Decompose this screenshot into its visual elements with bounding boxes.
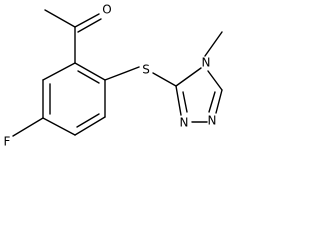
acetyl-group <box>44 9 102 64</box>
fluorine-label: F <box>4 135 11 149</box>
bond-c4-c5 <box>42 117 76 136</box>
bond-n4-methyl <box>204 31 223 57</box>
bond-inner-c3-c4 <box>76 113 100 128</box>
bond-c3-c4 <box>74 116 106 136</box>
bond-carbonyl-methyl <box>44 9 76 28</box>
nitrogen-label-top: N <box>202 56 211 70</box>
bond-carbonyl-o-2 <box>77 18 102 33</box>
bond-ring-fluorine <box>12 117 44 137</box>
oxygen-label: O <box>102 3 111 17</box>
sulfur-label: S <box>142 63 150 77</box>
bond-c6-c1 <box>42 62 76 81</box>
triazole-ring <box>175 67 223 123</box>
bond-carbonyl-o-1 <box>74 13 100 28</box>
nitrogen-label-bottom-left: N <box>180 116 189 130</box>
bond-c5-n1-double-a <box>215 89 223 114</box>
bond-n4-c5 <box>207 70 223 91</box>
nitrogen-label-bottom-right: N <box>208 114 217 128</box>
bond-n2-c3-double-a <box>175 85 182 116</box>
bond-c1-c2 <box>74 62 106 81</box>
bond-inner-c1-c2 <box>77 70 100 84</box>
bond-n2-c3-double-b <box>182 91 188 113</box>
chemical-structure-diagram: O F S N N N <box>4 3 223 149</box>
bond-sulfur-triazole <box>152 72 177 87</box>
bond-c3-n4 <box>175 67 202 87</box>
bond-ring-sulfur <box>104 66 140 81</box>
benzene-ring <box>42 62 106 136</box>
bond-c5-n1-double-b <box>208 91 216 113</box>
